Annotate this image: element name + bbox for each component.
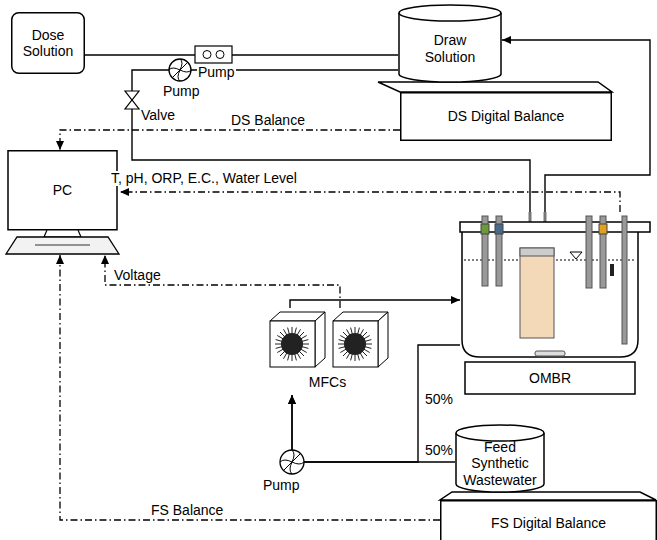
line-label: 50% — [424, 392, 454, 407]
circulation-pump — [169, 59, 191, 81]
text-area: DS Digital Balance — [400, 92, 612, 141]
valve-label: Valve — [140, 108, 176, 123]
text-area: Draw Solution — [398, 21, 502, 76]
balance-platform — [378, 82, 612, 92]
computer-outline — [5, 150, 120, 255]
flow-line — [85, 55, 398, 56]
node-label: OMBR — [529, 370, 571, 386]
node-label: DS Digital Balance — [448, 108, 565, 124]
dosing-pump — [195, 46, 232, 63]
feed-tank: Feed Synthetic Wastewater — [455, 425, 545, 492]
balance-box: DS Digital Balance — [400, 92, 612, 141]
text-area: FS Digital Balance — [440, 500, 657, 540]
line-label: DS Balance — [230, 113, 306, 128]
valve-symbol — [125, 91, 139, 109]
text-area: Feed Synthetic Wastewater — [455, 441, 545, 486]
computer: PC — [5, 150, 120, 255]
draw-tank: Draw Solution — [398, 5, 502, 82]
pump-label: Pump — [197, 65, 236, 80]
solution-box: Dose Solution — [11, 12, 85, 74]
text-area: Dose Solution — [11, 12, 85, 74]
line-label: Voltage — [113, 268, 162, 283]
pump-label: Pump — [162, 84, 201, 99]
text-area: PC — [8, 150, 117, 230]
feed-pump — [280, 450, 304, 474]
mfc-units: MFCs — [265, 308, 390, 395]
reactor: OMBR — [460, 212, 650, 395]
text-area: OMBR — [465, 362, 635, 394]
text-area: MFCs — [265, 370, 390, 395]
node-label: FS Digital Balance — [491, 515, 606, 531]
line-label: FS Balance — [150, 503, 224, 518]
node-label: PC — [53, 182, 72, 198]
pump-label: Pump — [262, 478, 301, 493]
node-label: MFCs — [309, 374, 346, 390]
signal-line — [56, 130, 400, 150]
line-label: T, pH, ORP, E.C., Water Level — [110, 171, 298, 186]
balance-box: FS Digital Balance — [440, 500, 657, 540]
reactor-outline — [460, 212, 650, 395]
line-label: 50% — [424, 443, 454, 458]
balance-platform — [440, 492, 656, 500]
signal-line — [120, 188, 620, 212]
signal-line — [56, 255, 440, 520]
node-label: Dose Solution — [16, 27, 80, 59]
node-label: Feed Synthetic Wastewater — [459, 439, 541, 487]
node-label: Draw Solution — [415, 32, 485, 64]
flow-line — [290, 296, 460, 308]
